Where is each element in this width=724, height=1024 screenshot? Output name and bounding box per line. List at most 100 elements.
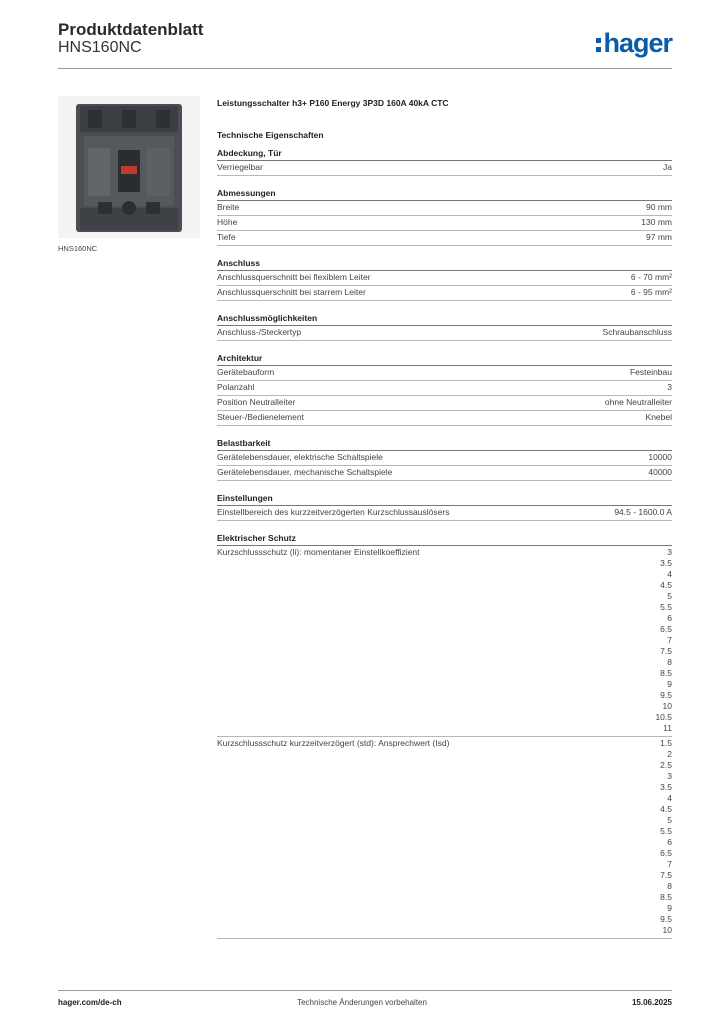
spec-value: 94.5 - 1600.0 A <box>614 507 672 517</box>
spec-value: 3 <box>667 382 672 392</box>
group-title: Architektur <box>217 351 672 366</box>
spec-content: Leistungsschalter h3+ P160 Energy 3P3D 1… <box>217 96 672 949</box>
spec-value: 11 <box>663 723 672 733</box>
spec-value: 5.5 <box>660 826 672 836</box>
spec-value: 8 <box>667 881 672 891</box>
spec-value: 6 <box>667 613 672 623</box>
spec-label: Steuer-/Bedienelement <box>217 412 304 422</box>
header-divider <box>58 68 672 69</box>
spec-value: 10000 <box>648 452 672 462</box>
spec-value: 5 <box>667 591 672 601</box>
schutz-rows: Kurzschlussschutz (li): momentaner Einst… <box>217 546 672 939</box>
spec-row: Gerätelebensdauer, elektrische Schaltspi… <box>217 451 672 466</box>
spec-value: 9 <box>667 903 672 913</box>
document-title: Produktdatenblatt <box>58 20 204 39</box>
spec-value: 6 <box>667 837 672 847</box>
spec-value: 7.5 <box>660 646 672 656</box>
spec-value: 90 mm <box>646 202 672 212</box>
spec-value: 6 - 70 mm² <box>630 272 672 282</box>
spec-label: Kurzschlussschutz (li): momentaner Einst… <box>217 547 420 557</box>
spec-value: 8.5 <box>660 892 672 902</box>
spec-value: Knebel <box>645 412 672 422</box>
spec-label: Gerätelebensdauer, elektrische Schaltspi… <box>217 452 383 462</box>
spec-label: Verriegelbar <box>217 162 263 172</box>
spec-value: 6.5 <box>660 624 672 634</box>
spec-value: 7 <box>667 635 672 645</box>
spec-group-schutz: Elektrischer Schutz Kurzschlussschutz (l… <box>217 531 672 939</box>
spec-row: Kurzschlussschutz kurzzeitverzögert (std… <box>217 737 672 939</box>
group-title: Einstellungen <box>217 491 672 506</box>
spec-value: 3 <box>667 771 672 781</box>
spec-label: Anschlussquerschnitt bei flexiblem Leite… <box>217 272 371 282</box>
image-caption: HNS160NC <box>58 244 98 253</box>
spec-value: ohne Neutralleiter <box>604 397 672 407</box>
group-title: Abmessungen <box>217 186 672 201</box>
spec-label: Breite <box>217 202 240 212</box>
spec-value: 130 mm <box>641 217 672 227</box>
spec-value: 6.5 <box>660 848 672 858</box>
spec-value: 7 <box>667 859 672 869</box>
group-title: Belastbarkeit <box>217 436 672 451</box>
spec-value: 3.5 <box>660 782 672 792</box>
spec-label: Gerätebauform <box>217 367 275 377</box>
product-image <box>58 96 200 238</box>
spec-value: Schraubanschluss <box>602 327 672 337</box>
group-title: Abdeckung, Tür <box>217 146 672 161</box>
spec-value: 2 <box>667 749 672 759</box>
group-title: Elektrischer Schutz <box>217 531 672 546</box>
group-title: Anschluss <box>217 256 672 271</box>
spec-row: Steuer-/Bedienelement Knebel <box>217 411 672 426</box>
group-title: Anschlussmöglichkeiten <box>217 311 672 326</box>
spec-row: Polanzahl 3 <box>217 381 672 396</box>
spec-row: Breite 90 mm <box>217 201 672 216</box>
document-subtitle: HNS160NC <box>58 39 142 56</box>
product-name: Leistungsschalter h3+ P160 Energy 3P3D 1… <box>217 98 449 108</box>
spec-value: 3 <box>667 547 672 557</box>
footer-divider <box>58 990 672 991</box>
section-title: Technische Eigenschaften <box>217 130 324 140</box>
spec-value: 9.5 <box>660 914 672 924</box>
spec-row: Anschluss-/Steckertyp Schraubanschluss <box>217 326 672 341</box>
spec-value: 9.5 <box>660 690 672 700</box>
spec-label: Höhe <box>217 217 238 227</box>
spec-row: Anschlussquerschnitt bei flexiblem Leite… <box>217 271 672 286</box>
spec-value: 2.5 <box>660 760 672 770</box>
spec-value: 4.5 <box>660 580 672 590</box>
spec-value: 5.5 <box>660 602 672 612</box>
hager-logo: hager <box>596 28 673 58</box>
spec-label: Einstellbereich des kurzzeitverzögerten … <box>217 507 450 517</box>
logo-text: hager <box>603 28 673 58</box>
spec-value: 10 <box>662 701 672 711</box>
spec-row: Gerätelebensdauer, mechanische Schaltspi… <box>217 466 672 481</box>
footer-date: 15.06.2025 <box>631 998 672 1007</box>
footer-website: hager.com/de-ch <box>58 998 122 1007</box>
spec-value: 4.5 <box>660 804 672 814</box>
spec-label: Polanzahl <box>217 382 255 392</box>
spec-label: Kurzschlussschutz kurzzeitverzögert (std… <box>217 738 450 748</box>
spec-value: 8 <box>667 657 672 667</box>
spec-label: Anschlussquerschnitt bei starrem Leiter <box>217 287 366 297</box>
spec-value: 3.5 <box>660 558 672 568</box>
logo-dots <box>596 38 602 52</box>
spec-row: Einstellbereich des kurzzeitverzögerten … <box>217 506 672 521</box>
spec-label: Anschluss-/Steckertyp <box>217 327 302 337</box>
spec-value: 10.5 <box>655 712 672 722</box>
spec-row: Anschlussquerschnitt bei starrem Leiter 6… <box>217 286 672 301</box>
spec-value: 1.5 <box>660 738 672 748</box>
spec-value: 7.5 <box>660 870 672 880</box>
spec-value: 97 mm <box>646 232 672 242</box>
spec-value: 6 - 95 mm² <box>630 287 672 297</box>
